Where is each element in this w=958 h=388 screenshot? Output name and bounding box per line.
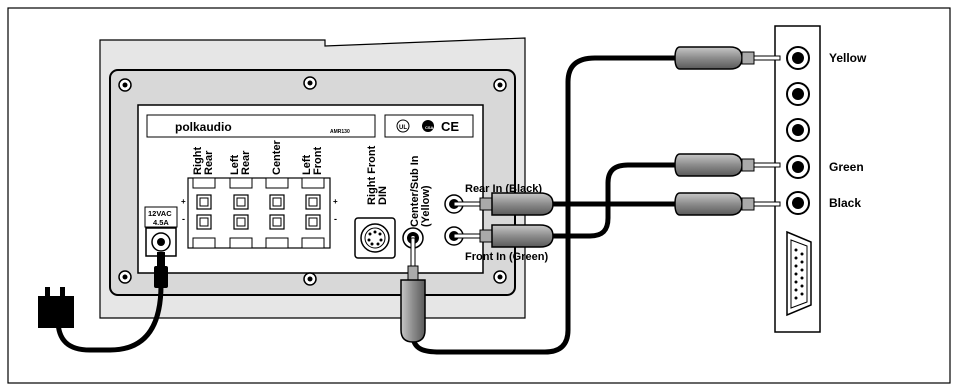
power-plug-icon — [38, 287, 74, 328]
soundcard-plug-green-icon — [674, 153, 781, 177]
din-label-1: Right Front — [366, 145, 378, 205]
screw-icon — [493, 78, 507, 92]
screw-icon — [118, 78, 132, 92]
soundcard-label-yellow: Yellow — [829, 51, 867, 65]
power-jack-icon — [145, 227, 177, 257]
minus-sign-left: - — [182, 214, 185, 224]
minus-sign-right: - — [334, 214, 337, 224]
soundcard-label-black: Black — [829, 196, 861, 210]
power-label-current: 4.5A — [153, 218, 169, 227]
terminal-label-center: Center — [271, 139, 283, 175]
game-port-icon — [786, 230, 812, 317]
plus-sign-left: + — [181, 197, 186, 206]
screw-icon — [118, 270, 132, 284]
terminal-label-left-rear-2: Rear — [240, 150, 252, 175]
cert-mark-csa: CSA — [425, 125, 434, 130]
cert-mark-ul: UL — [399, 125, 407, 131]
power-label-box — [144, 206, 178, 228]
diagram-frame — [7, 7, 951, 384]
screw-icon — [493, 270, 507, 284]
brand-box — [146, 114, 376, 138]
soundcard-label-green: Green — [829, 160, 864, 174]
terminal-label-right-rear-1: Right — [192, 147, 204, 175]
din-label-2: DIN — [377, 186, 389, 205]
model-number: AMR130 — [330, 129, 350, 135]
soundcard-plug-yellow-icon — [674, 46, 781, 70]
soundcard-jack-green — [786, 155, 810, 179]
center-sub-label-2: (Yellow) — [420, 185, 432, 227]
soundcard-jack-2 — [786, 82, 810, 106]
soundcard-jack-yellow — [786, 46, 810, 70]
terminal-label-left-front-1: Left — [301, 155, 313, 176]
cert-mark-ce: CE — [441, 119, 459, 134]
dc-plug-icon — [154, 252, 168, 288]
terminal-label-right-rear-2: Rear — [203, 150, 215, 175]
center-sub-label-1: Center/Sub In — [409, 155, 421, 227]
terminal-label-left-front-2: Front — [312, 147, 324, 175]
speaker-terminal-block — [187, 177, 331, 249]
soundcard-plug-black-icon — [674, 192, 781, 216]
power-cable — [55, 282, 164, 353]
front-input-cable — [550, 162, 683, 239]
brand-logo: polkaudio — [175, 120, 232, 134]
soundcard-jack-3 — [786, 118, 810, 142]
soundcard-jack-black — [786, 191, 810, 215]
rear-input-label: Rear In (Black) — [465, 183, 542, 195]
front-input-label: Front In (Green) — [465, 251, 548, 263]
screw-icon — [303, 76, 317, 90]
rear-input-plug-icon — [453, 192, 554, 216]
screw-icon — [303, 272, 317, 286]
plus-sign-right: + — [333, 197, 338, 206]
center-sub-cable — [410, 55, 683, 355]
power-label-voltage: 12VAC — [148, 209, 172, 218]
csa-mark-icon — [422, 120, 434, 132]
terminal-label-left-rear-1: Left — [229, 155, 241, 176]
ul-mark-icon — [396, 119, 410, 133]
center-sub-plug-icon — [400, 237, 426, 343]
din-connector-icon — [354, 217, 396, 259]
front-input-plug-icon — [453, 224, 554, 248]
